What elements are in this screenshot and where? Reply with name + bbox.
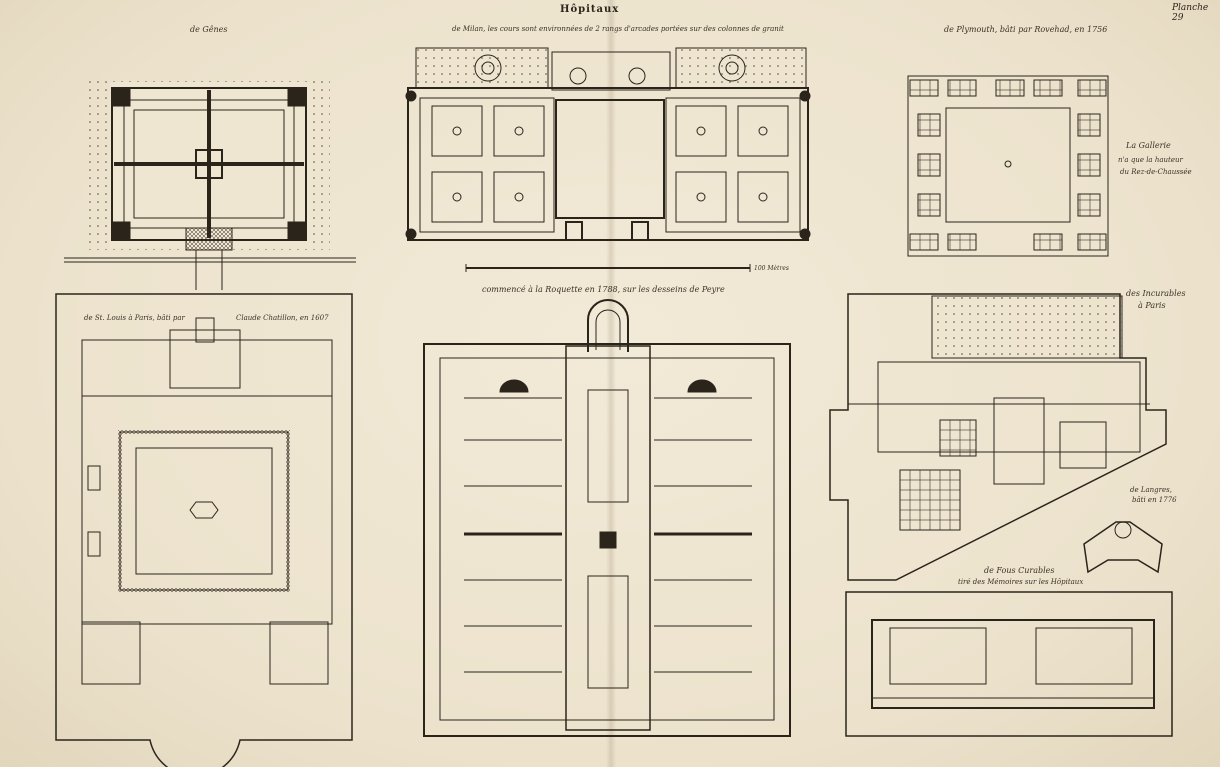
caption-gallerie-3: du Rez-de-Chaussée	[1120, 168, 1192, 176]
caption-plymouth: de Plymouth, bâti par Rovehad, en 1756	[944, 25, 1108, 34]
plan-milan	[405, 47, 811, 272]
plate-number: Planche 29	[1172, 3, 1209, 23]
plate-title: Hôpitaux	[560, 4, 620, 15]
plan-incurables	[829, 293, 1167, 581]
caption-gallerie-2: n'a que la hauteur	[1118, 156, 1183, 164]
caption-roquette: commencé à la Roquette en 1788, sur les …	[482, 285, 725, 294]
caption-stlouis-2: Claude Chatillon, en 1607	[236, 314, 329, 322]
plan-fous-curables	[845, 591, 1173, 737]
page-fold	[606, 0, 616, 767]
scale-label: 100 Mètres	[754, 265, 789, 272]
caption-incurables-1: des Incurables	[1126, 289, 1186, 298]
plan-saint-louis	[55, 293, 353, 767]
caption-fous-2: tiré des Mémoires sur les Hôpitaux	[958, 578, 1084, 586]
plan-langres	[1083, 521, 1163, 574]
caption-incurables-2: à Paris	[1138, 301, 1166, 310]
caption-gallerie-1: La Gallerie	[1126, 141, 1171, 150]
caption-stlouis-1: de St. Louis à Paris, bâti par	[84, 314, 185, 322]
caption-genes: de Gênes	[190, 25, 228, 34]
plan-roquette	[423, 299, 791, 737]
caption-fous-1: de Fous Curables	[984, 566, 1055, 575]
caption-langres-2: bâti en 1776	[1132, 496, 1177, 504]
plan-genes	[64, 78, 356, 290]
plan-plymouth	[907, 75, 1109, 257]
caption-milan: de Milan, les cours sont environnées de …	[452, 25, 784, 33]
caption-langres-1: de Langres,	[1130, 486, 1172, 494]
